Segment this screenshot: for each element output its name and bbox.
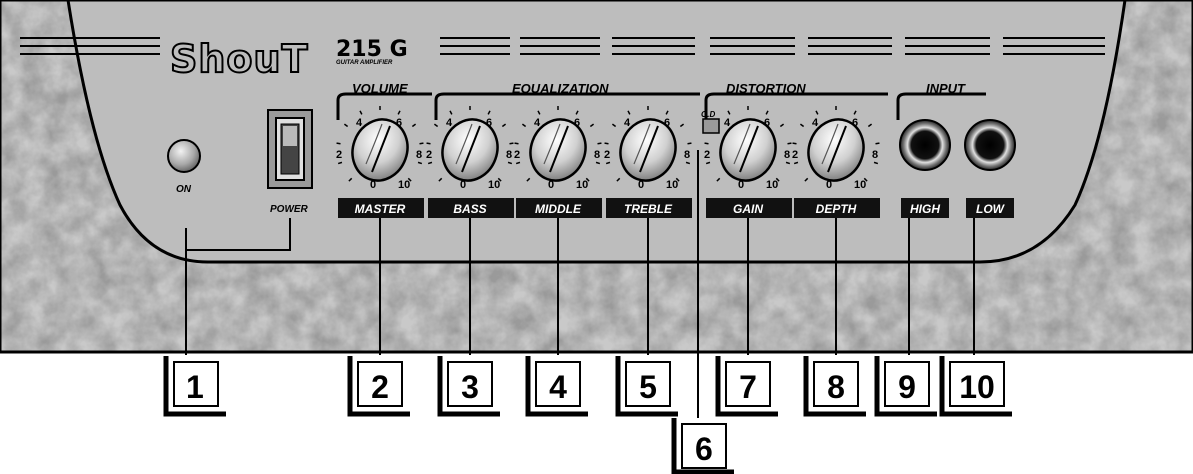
scale-mark: 10 — [666, 179, 678, 191]
jack-socket — [965, 120, 1015, 170]
section-input-title: INPUT — [926, 81, 966, 96]
callout-6: 6 — [674, 418, 734, 474]
callout-1: 1 — [166, 356, 226, 414]
callout-8: 8 — [806, 356, 866, 414]
knob-label: TREBLE — [624, 202, 673, 216]
section-distortion-title: DISTORTION — [726, 81, 806, 96]
scale-mark: 2 — [336, 149, 342, 161]
callout-number: 8 — [827, 369, 845, 405]
od-label: O.D — [701, 110, 715, 119]
knob-label: GAIN — [733, 202, 763, 216]
scale-tick — [515, 143, 519, 144]
section-equalization-title: EQUALIZATION — [512, 81, 609, 96]
scale-mark: 8 — [872, 149, 878, 161]
scale-mark: 10 — [398, 179, 410, 191]
on-label: ON — [176, 184, 192, 195]
callout-number: 3 — [461, 369, 479, 405]
scale-tick — [705, 143, 709, 144]
scale-mark: 8 — [784, 149, 790, 161]
scale-mark: 10 — [854, 179, 866, 191]
knob-label: MIDDLE — [535, 202, 582, 216]
scale-mark: 8 — [684, 149, 690, 161]
scale-tick — [605, 143, 609, 144]
jack-socket — [900, 120, 950, 170]
scale-mark: 2 — [514, 149, 520, 161]
knob-label: BASS — [453, 202, 486, 216]
scale-tick — [420, 143, 424, 144]
knob-label: DEPTH — [816, 202, 857, 216]
scale-tick — [793, 143, 797, 144]
scale-tick — [427, 143, 431, 144]
scale-tick — [688, 143, 692, 144]
jack-label: LOW — [976, 202, 1006, 216]
callout-2: 2 — [350, 356, 410, 414]
brand-subtitle: GUITAR AMPLIFIER — [336, 60, 393, 66]
callout-4: 4 — [528, 356, 588, 414]
scale-mark: 2 — [426, 149, 432, 161]
callout-number: 9 — [898, 369, 916, 405]
scale-mark: 8 — [416, 149, 422, 161]
scale-tick — [876, 143, 880, 144]
callout-10: 10 — [942, 356, 1012, 414]
brand-model: 215 G — [336, 37, 408, 62]
scale-mark: 2 — [604, 149, 610, 161]
scale-mark: 10 — [488, 179, 500, 191]
scale-mark: 8 — [594, 149, 600, 161]
callout-9: 9 — [877, 356, 937, 414]
jack-label: HIGH — [910, 202, 940, 216]
callout-number: 10 — [959, 369, 995, 405]
scale-tick — [598, 143, 602, 144]
scale-mark: 10 — [576, 179, 588, 191]
brand-name: ShouT — [170, 37, 309, 81]
callout-number: 4 — [549, 369, 567, 405]
callout-3: 3 — [440, 356, 500, 414]
scale-mark: 2 — [792, 149, 798, 161]
callout-number: 5 — [639, 369, 657, 405]
scale-tick — [510, 143, 514, 144]
callout-number: 7 — [739, 369, 757, 405]
callout-5: 5 — [618, 356, 678, 414]
section-volume-title: VOLUME — [352, 81, 408, 96]
scale-mark: 8 — [506, 149, 512, 161]
knob-label: MASTER — [355, 202, 406, 216]
scale-tick — [337, 143, 341, 144]
callout-6-number: 6 — [695, 431, 713, 467]
scale-mark: 2 — [704, 149, 710, 161]
callout-7: 7 — [718, 356, 778, 414]
callout-1-number: 1 — [186, 369, 204, 405]
scale-tick — [788, 143, 792, 144]
callout-number: 2 — [371, 369, 389, 405]
power-label: POWER — [270, 204, 309, 215]
scale-mark: 10 — [766, 179, 778, 191]
